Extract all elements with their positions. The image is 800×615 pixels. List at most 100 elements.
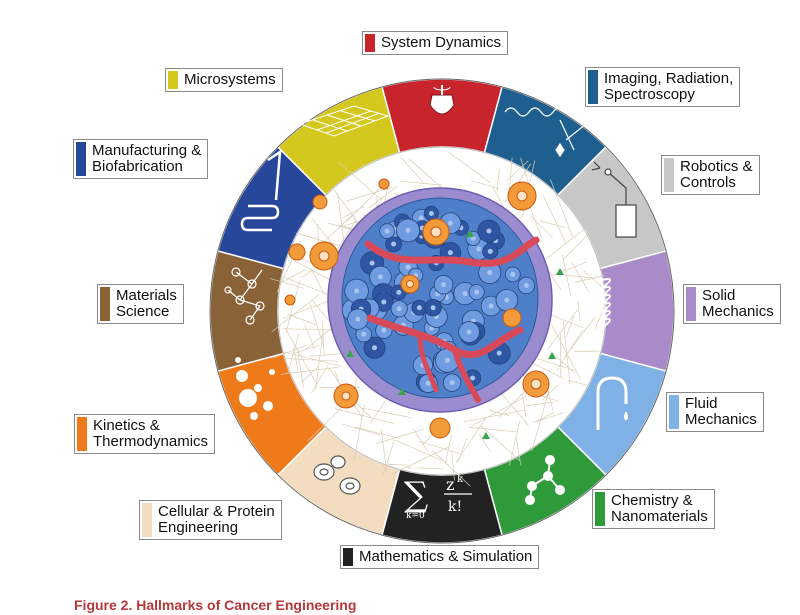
cell-icon — [313, 455, 361, 495]
label-robotics: Robotics & Controls — [661, 155, 760, 195]
svg-text:z: z — [446, 475, 454, 494]
color-swatch — [669, 395, 679, 429]
fiber — [574, 350, 600, 353]
spring-icon — [601, 278, 611, 329]
label-line: Controls — [680, 174, 736, 191]
cell-nucleus — [470, 375, 476, 381]
ring-segment-mathematics — [381, 468, 503, 544]
cell-nucleus — [523, 282, 529, 288]
label-line: System Dynamics — [381, 34, 502, 51]
label-line: Spectroscopy — [604, 86, 695, 103]
color-swatch — [664, 158, 674, 192]
fiber — [509, 420, 521, 466]
fiber — [444, 434, 452, 464]
fiber — [368, 186, 398, 208]
fiber — [293, 346, 299, 371]
fiber — [448, 151, 491, 184]
cell-nucleus — [474, 289, 480, 295]
icons: ∑ ∞ k=0 z k k! — [224, 85, 637, 521]
label-manufacturing: Manufacturing & Biofabrication — [73, 139, 209, 179]
label-line: Solid — [702, 287, 736, 304]
fiber — [400, 156, 425, 184]
cell-nucleus — [354, 288, 360, 294]
fiber — [285, 280, 301, 333]
fiber — [451, 450, 455, 481]
fiber — [550, 179, 573, 237]
fiber — [407, 467, 444, 469]
blood-vessel — [417, 332, 439, 393]
color-swatch — [76, 142, 86, 176]
color-swatch — [77, 417, 87, 451]
fiber — [542, 195, 567, 243]
fiber — [535, 411, 555, 423]
fiber — [562, 225, 597, 261]
fiber — [546, 309, 579, 351]
ring-outline — [209, 78, 675, 544]
cell-nucleus — [504, 297, 510, 303]
fiber — [541, 384, 559, 401]
fiber — [354, 426, 400, 439]
fiber — [532, 362, 564, 379]
fiber — [488, 409, 510, 416]
cell-nucleus — [441, 282, 447, 288]
cell-nucleus — [381, 327, 387, 333]
color-swatch — [100, 287, 110, 321]
fiber — [501, 393, 529, 426]
fiber — [456, 418, 486, 463]
fiber — [359, 407, 412, 418]
label-materials: Materials Science — [97, 284, 184, 324]
fiber — [432, 450, 471, 487]
fiber — [395, 439, 443, 462]
fiber — [375, 428, 425, 445]
fiber — [342, 423, 381, 436]
fiber-network — [269, 151, 608, 487]
svg-text:k!: k! — [448, 499, 462, 515]
fiber — [369, 400, 386, 424]
fiber — [295, 344, 320, 354]
label-imaging: Imaging, Radiation, Spectroscopy — [585, 67, 741, 107]
cell-nucleus — [361, 331, 367, 337]
fiber — [282, 328, 337, 331]
cell-nucleus — [510, 271, 516, 277]
fiber — [468, 427, 516, 433]
cell-nucleus — [447, 220, 453, 226]
fiber — [283, 358, 339, 362]
blood-vessel — [364, 236, 540, 267]
fiber — [567, 379, 591, 387]
fiber — [322, 322, 325, 357]
cell-nucleus — [405, 227, 411, 233]
blood-vessel — [452, 347, 481, 403]
faucet-icon — [596, 376, 628, 430]
fiber — [300, 366, 319, 383]
label-line: Materials — [116, 287, 177, 304]
label-line: Manufacturing & — [92, 142, 202, 159]
ring-segment-materials — [209, 250, 285, 372]
fiber — [387, 463, 409, 466]
microchip-grid-icon — [298, 105, 390, 137]
fiber — [281, 269, 306, 283]
fiber — [549, 351, 576, 374]
fiber — [334, 408, 394, 424]
fiber — [457, 437, 468, 462]
label-line: Cellular & Protein — [158, 503, 275, 520]
bubbles-icon — [235, 357, 275, 420]
fiber — [551, 324, 582, 381]
cell-nucleus — [377, 274, 383, 280]
cell-nucleus — [355, 316, 361, 322]
label-line: Microsystems — [184, 71, 276, 88]
cell-nucleus — [488, 303, 494, 309]
fiber — [471, 180, 500, 189]
cell-nucleus — [487, 270, 493, 276]
cell-nucleus — [476, 246, 482, 252]
fiber — [565, 315, 575, 338]
fiber — [304, 324, 315, 350]
fiber — [382, 439, 395, 476]
fiber — [506, 160, 529, 182]
tumor-illustration — [327, 187, 553, 413]
cell-nucleus — [381, 299, 387, 305]
label-cellular: Cellular & Protein Engineering — [139, 500, 282, 540]
label-line: Fluid — [685, 395, 718, 412]
cell-nucleus — [396, 289, 402, 295]
fiber — [577, 301, 581, 322]
label-line: Robotics & — [680, 158, 753, 175]
